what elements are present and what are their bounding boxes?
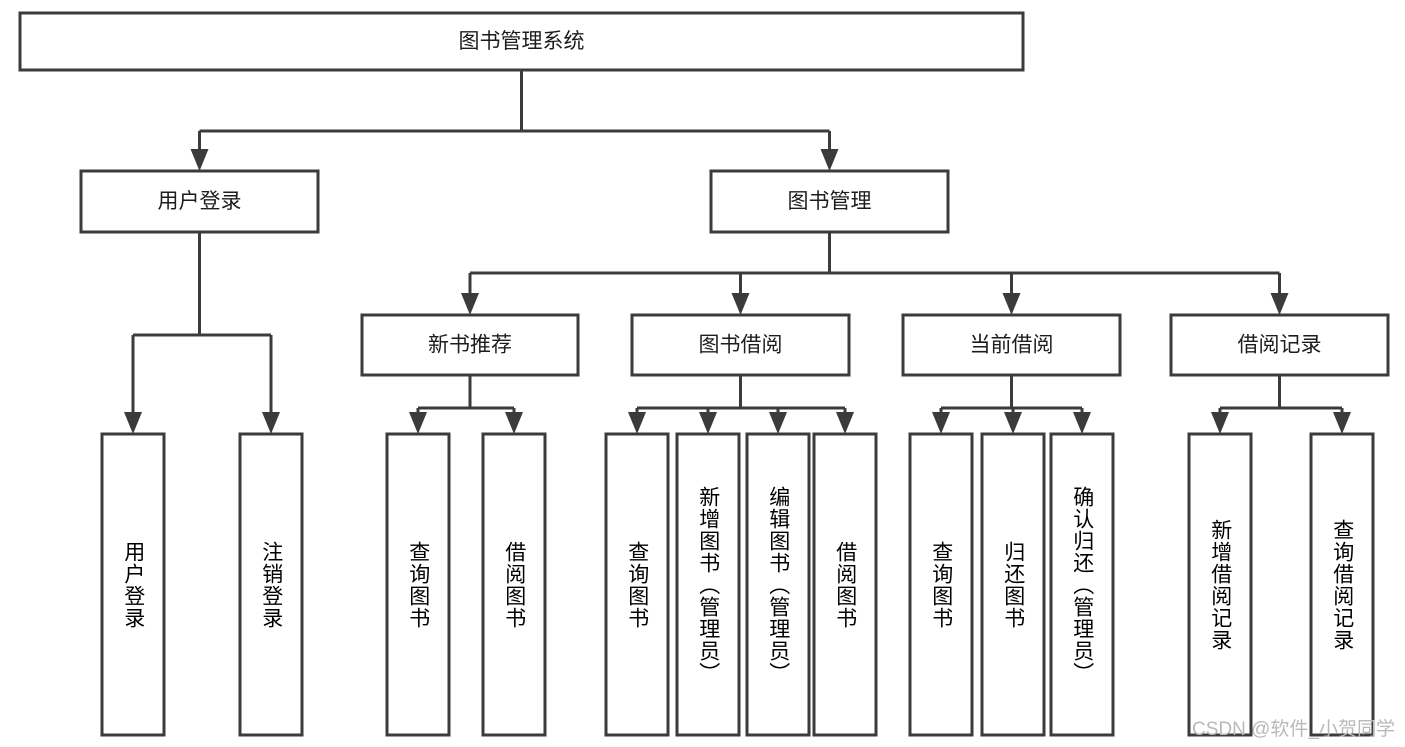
- node-box-leaf-edit-book-admin[interactable]: [745, 432, 811, 737]
- node-label-root: 图书管理系统: [459, 30, 585, 53]
- node-box-leaf-query-book-1[interactable]: [385, 432, 451, 737]
- node-label-book-management: 图书管理: [788, 190, 872, 213]
- node-box-current-borrow[interactable]: [901, 313, 1122, 377]
- node-box-user-login[interactable]: [79, 169, 320, 234]
- arrow-head-bookmgmt-to-level3-3: [1270, 293, 1289, 315]
- node-box-leaf-logout-login[interactable]: [238, 432, 304, 737]
- arrow-head-borrow-to-leaves-0: [628, 412, 646, 434]
- arrow-head-userlogin-to-leaves-1: [262, 412, 280, 434]
- node-box-new-book-recommend[interactable]: [360, 313, 580, 377]
- arrow-head-current-to-leaves-2: [1073, 412, 1091, 434]
- arrow-head-root-to-level2-1: [820, 149, 839, 171]
- node-box-book-borrow[interactable]: [630, 313, 851, 377]
- arrow-head-recommend-to-leaves-0: [409, 412, 427, 434]
- arrow-head-borrow-to-leaves-2: [769, 412, 787, 434]
- node-box-leaf-borrow-book-1[interactable]: [481, 432, 547, 737]
- node-box-borrow-records[interactable]: [1169, 313, 1390, 377]
- node-label-book-borrow: 图书借阅: [699, 334, 783, 357]
- arrow-head-borrow-to-leaves-3: [836, 412, 854, 434]
- arrow-head-root-to-level2-0: [190, 149, 209, 171]
- arrow-head-bookmgmt-to-level3-0: [461, 293, 479, 315]
- connector-edges-layer: [124, 70, 1351, 434]
- arrow-head-bookmgmt-to-level3-2: [1002, 293, 1021, 315]
- node-box-leaf-borrow-book-2[interactable]: [812, 432, 878, 737]
- node-box-leaf-query-book-3[interactable]: [908, 432, 974, 737]
- node-label-current-borrow: 当前借阅: [970, 334, 1054, 357]
- node-label-user-login: 用户登录: [158, 190, 242, 213]
- arrow-head-bookmgmt-to-level3-1: [731, 293, 750, 315]
- node-box-leaf-confirm-return[interactable]: [1049, 432, 1115, 737]
- node-box-leaf-add-book-admin[interactable]: [675, 432, 741, 737]
- node-box-leaf-return-book[interactable]: [980, 432, 1046, 737]
- node-label-borrow-records: 借阅记录: [1238, 334, 1322, 357]
- arrow-head-current-to-leaves-1: [1004, 412, 1022, 434]
- node-box-book-management[interactable]: [709, 169, 950, 234]
- arrow-head-records-to-leaves-1: [1333, 412, 1351, 434]
- node-box-leaf-user-login[interactable]: [100, 432, 166, 737]
- node-box-root[interactable]: [18, 11, 1025, 72]
- arrow-head-current-to-leaves-0: [932, 412, 950, 434]
- arrow-head-recommend-to-leaves-1: [505, 412, 523, 434]
- arrow-head-userlogin-to-leaves-0: [124, 412, 142, 434]
- node-box-leaf-add-borrow-record[interactable]: [1187, 432, 1253, 737]
- node-box-leaf-query-book-2[interactable]: [604, 432, 670, 737]
- node-box-leaf-query-borrow-record[interactable]: [1309, 432, 1375, 737]
- csdn-watermark: CSDN @软件_小贺同学: [1192, 719, 1395, 740]
- node-boxes-layer: [18, 11, 1390, 737]
- node-label-new-book-recommend: 新书推荐: [428, 334, 512, 357]
- arrow-head-borrow-to-leaves-1: [699, 412, 717, 434]
- arrow-head-records-to-leaves-0: [1211, 412, 1229, 434]
